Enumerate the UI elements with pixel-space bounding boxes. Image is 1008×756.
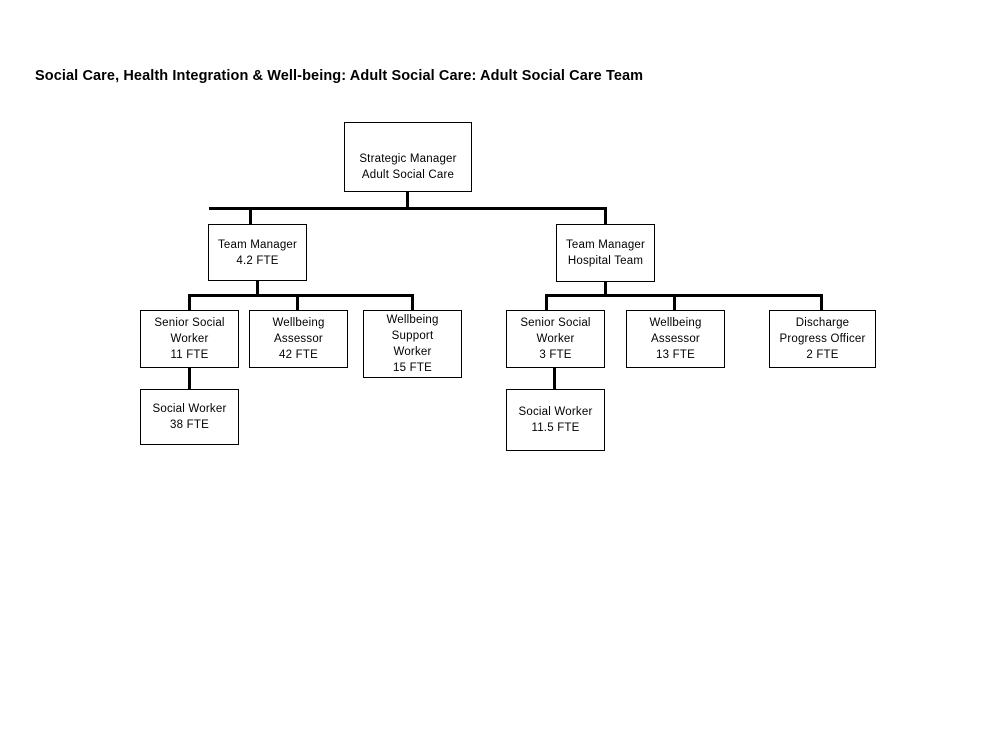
connector-to-team-manager-hospital (604, 207, 607, 225)
node-social-worker-hospital-line2: 11.5 FTE (531, 422, 580, 434)
node-social-worker-adult[interactable]: Social Worker 38 FTE (140, 389, 239, 445)
connector-to-wellbeing-assessor-adult (296, 294, 299, 311)
connector-team-manager-adult-stem (256, 281, 259, 295)
node-team-manager-hospital[interactable]: Team Manager Hospital Team (556, 224, 655, 282)
connector-team-manager-hospital-stem (604, 282, 607, 295)
connector-to-discharge-progress-officer (820, 294, 823, 311)
node-social-worker-adult-line1: Social Worker (152, 403, 227, 415)
node-wellbeing-support-worker-line1: Wellbeing (386, 314, 439, 326)
node-social-worker-hospital[interactable]: Social Worker 11.5 FTE (506, 389, 605, 451)
node-wellbeing-assessor-adult-line1: Wellbeing (272, 317, 325, 329)
connector-root-stem (406, 192, 409, 210)
node-wellbeing-assessor-hospital-line1: Wellbeing (649, 317, 702, 329)
node-social-worker-hospital-line1: Social Worker (518, 406, 593, 418)
connector-level1-bus (209, 207, 607, 210)
node-wellbeing-support-worker-line4: 15 FTE (393, 362, 432, 374)
node-team-manager-adult[interactable]: Team Manager 4.2 FTE (208, 224, 307, 281)
connector-to-social-worker-adult (188, 368, 191, 389)
node-senior-social-worker-adult-line1: Senior Social (154, 317, 225, 329)
node-team-manager-adult-line2: 4.2 FTE (236, 254, 279, 267)
node-strategic-manager-line2: Adult Social Care (361, 169, 455, 181)
node-wellbeing-assessor-adult-line3: 42 FTE (279, 349, 318, 361)
connector-to-senior-social-worker-adult (188, 294, 191, 311)
node-discharge-progress-officer-line3: 2 FTE (806, 349, 839, 361)
node-wellbeing-assessor-adult[interactable]: Wellbeing Assessor 42 FTE (249, 310, 348, 368)
connector-to-wellbeing-assessor-hospital (673, 294, 676, 311)
node-senior-social-worker-adult-line3: 11 FTE (170, 349, 209, 361)
page-title: Social Care, Health Integration & Well-b… (35, 68, 644, 84)
node-senior-social-worker-hospital-line2: Worker (536, 333, 575, 345)
node-discharge-progress-officer-line2: Progress Officer (779, 333, 866, 345)
node-senior-social-worker-hospital-line1: Senior Social (520, 317, 591, 329)
connector-to-team-manager-adult (249, 207, 252, 225)
node-wellbeing-support-worker-line3: Worker (393, 346, 432, 358)
node-team-manager-hospital-line2: Hospital Team (567, 255, 644, 267)
node-wellbeing-support-worker-line2: Support (391, 330, 434, 342)
node-discharge-progress-officer[interactable]: Discharge Progress Officer 2 FTE (769, 310, 876, 368)
node-strategic-manager-line1: Strategic Manager (359, 153, 457, 165)
node-senior-social-worker-hospital-line3: 3 FTE (539, 349, 572, 361)
connector-to-social-worker-hospital (553, 368, 556, 389)
connector-right-branch-bus (545, 294, 823, 297)
node-senior-social-worker-hospital[interactable]: Senior Social Worker 3 FTE (506, 310, 605, 368)
node-discharge-progress-officer-line1: Discharge (795, 317, 850, 329)
node-team-manager-adult-line1: Team Manager (217, 238, 298, 251)
connector-left-branch-bus (188, 294, 414, 297)
node-wellbeing-assessor-hospital-line2: Assessor (651, 333, 700, 345)
node-senior-social-worker-adult-line2: Worker (170, 333, 209, 345)
connector-to-wellbeing-support-worker (411, 294, 414, 311)
node-wellbeing-support-worker[interactable]: Wellbeing Support Worker 15 FTE (363, 310, 462, 378)
node-wellbeing-assessor-adult-line2: Assessor (274, 333, 323, 345)
node-senior-social-worker-adult[interactable]: Senior Social Worker 11 FTE (140, 310, 239, 368)
node-wellbeing-assessor-hospital[interactable]: Wellbeing Assessor 13 FTE (626, 310, 725, 368)
connector-to-senior-social-worker-hospital (545, 294, 548, 311)
node-strategic-manager[interactable]: Strategic Manager Adult Social Care (344, 122, 472, 192)
node-team-manager-hospital-line1: Team Manager (565, 239, 646, 251)
node-social-worker-adult-line2: 38 FTE (170, 419, 209, 431)
node-wellbeing-assessor-hospital-line3: 13 FTE (656, 349, 695, 361)
